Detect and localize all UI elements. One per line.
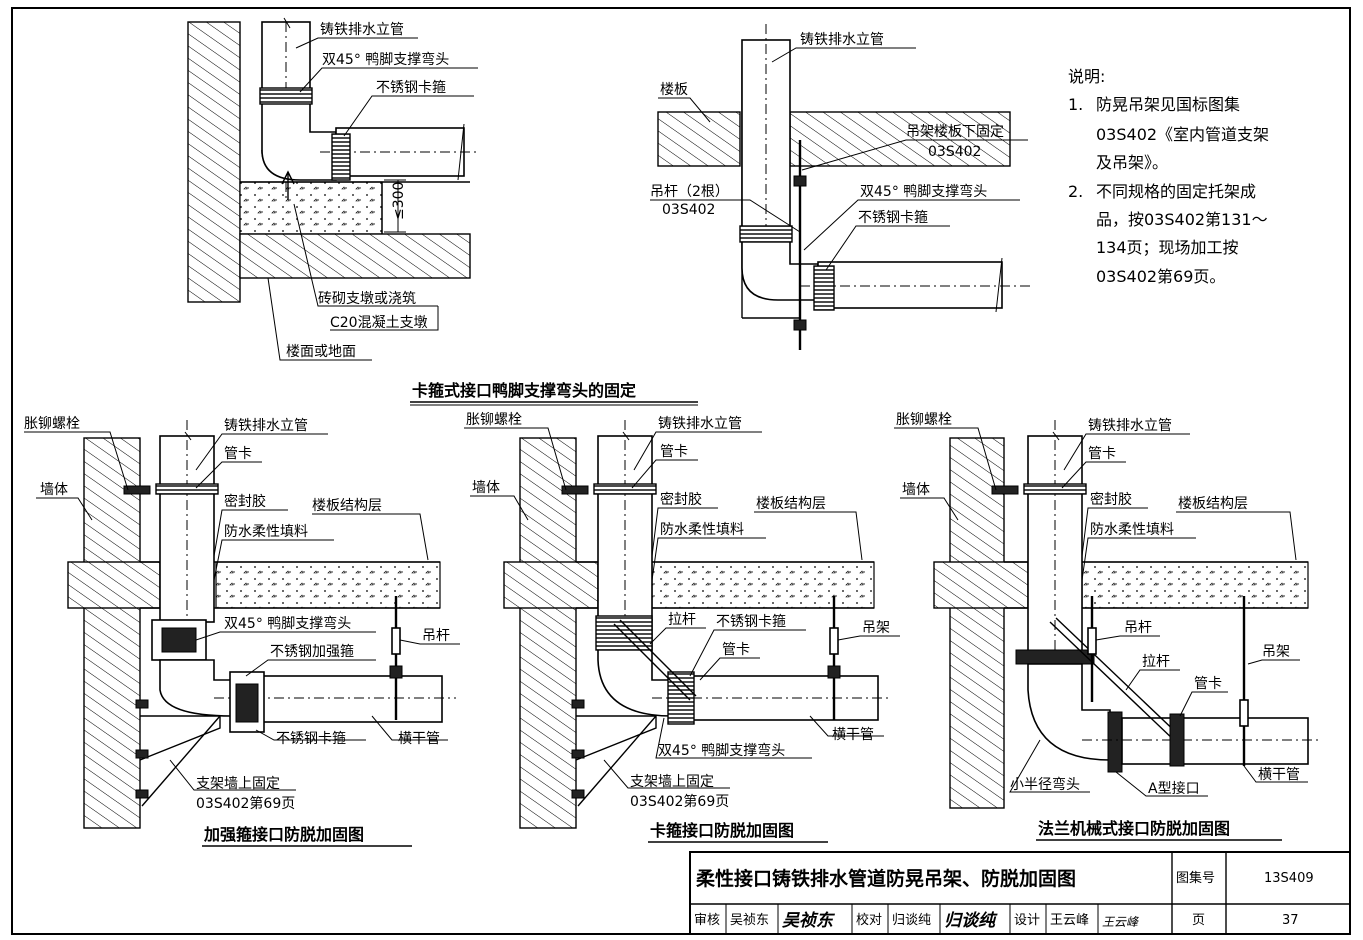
label-clamp: 不锈钢卡箍 — [376, 79, 446, 96]
label-elbow: 双45° 鸭脚支撑弯头 — [322, 51, 449, 68]
label-small-elbow: 小半径弯头 — [1010, 776, 1080, 793]
label-slab: 楼板 — [660, 82, 688, 98]
label-clamp: 不锈钢卡箍 — [276, 730, 346, 747]
label-pipe-clip: 管卡 — [224, 446, 252, 462]
label-floor: 楼面或地面 — [286, 344, 356, 360]
reviewer-signature: 吴祯东 — [782, 911, 836, 931]
figure-bottom-left: 胀铆螺栓 铸铁排水立管 管卡 墙体 密封胶 楼板结构层 防水柔性填料 双45° … — [24, 416, 460, 847]
note-1-num: 1. — [1068, 95, 1083, 114]
label-pipe-clip-2: 管卡 — [1194, 676, 1222, 692]
checker-signature: 归谈纯 — [944, 911, 998, 931]
reviewer-name: 吴祯东 — [730, 913, 769, 928]
title-bottom-right: 法兰机械式接口防脱加固图 — [1038, 819, 1230, 838]
label-clamp: 不锈钢卡箍 — [858, 209, 928, 226]
label-tie: 拉杆 — [1142, 654, 1170, 670]
label-sealant: 密封胶 — [224, 493, 266, 510]
label-hanger: 吊架 — [862, 620, 890, 636]
label-rod-ref: 03S402 — [662, 202, 715, 218]
label-rod: 吊杆 — [1124, 620, 1152, 636]
label-riser: 铸铁排水立管 — [224, 418, 308, 434]
check-label: 校对 — [856, 912, 882, 928]
label-filler: 防水柔性填料 — [1090, 522, 1174, 538]
label-filler: 防水柔性填料 — [660, 522, 744, 538]
atlas-number: 13S409 — [1264, 871, 1314, 886]
label-bolt: 胀铆螺栓 — [466, 412, 522, 428]
note-2-num: 2. — [1068, 182, 1083, 201]
figure-bottom-middle: 胀铆螺栓 铸铁排水立管 管卡 墙体 密封胶 楼板结构层 防水柔性填料 拉杆 不锈… — [464, 412, 900, 843]
label-tie: 拉杆 — [668, 612, 696, 628]
label-branch: 横干管 — [398, 731, 440, 747]
label-elbow: 双45° 鸭脚支撑弯头 — [224, 615, 351, 632]
label-support-ref: 03S402第69页 — [196, 795, 295, 812]
dim-label: ≤300 — [391, 182, 407, 220]
label-branch: 横干管 — [832, 727, 874, 743]
title-block-title: 柔性接口铸铁排水管道防晃吊架、防脱加固图 — [696, 867, 1076, 890]
label-clamp: 不锈钢卡箍 — [716, 613, 786, 630]
label-branch: 横干管 — [1258, 767, 1300, 783]
note-2-line-2: 品，按03S402第131～ — [1096, 210, 1268, 229]
label-wall: 墙体 — [40, 482, 68, 498]
note-2-line-3: 134页；现场加工按 — [1096, 238, 1239, 257]
label-riser: 铸铁排水立管 — [320, 22, 404, 38]
label-rod: 吊杆 — [422, 628, 450, 644]
notes-heading: 说明: — [1068, 67, 1105, 86]
title-bottom-left: 加强箍接口防脱加固图 — [203, 825, 364, 844]
label-reinforce: 不锈钢加强箍 — [270, 643, 354, 660]
label-support-ref: 03S402第69页 — [630, 793, 729, 810]
design-label: 设计 — [1014, 913, 1040, 928]
label-sealant: 密封胶 — [660, 491, 702, 508]
sheet-border — [11, 7, 1351, 935]
label-slab: 楼板结构层 — [312, 498, 382, 514]
label-pipe-clip: 管卡 — [660, 444, 688, 460]
label-fix: 吊架楼板下固定 — [906, 124, 1004, 140]
label-riser: 铸铁排水立管 — [1088, 418, 1172, 434]
label-pier-2: C20混凝土支墩 — [330, 315, 428, 331]
label-riser: 铸铁排水立管 — [800, 32, 884, 48]
label-rod: 吊杆（2根） — [650, 184, 729, 200]
label-filler: 防水柔性填料 — [224, 524, 308, 540]
review-label: 审核 — [694, 913, 720, 928]
label-joint: A型接口 — [1148, 780, 1200, 797]
note-2-line-1: 不同规格的固定托架成 — [1096, 182, 1256, 201]
figure-bottom-right: 胀铆螺栓 铸铁排水立管 管卡 墙体 密封胶 楼板结构层 防水柔性填料 吊杆 吊架… — [894, 412, 1320, 841]
label-slab: 楼板结构层 — [756, 496, 826, 512]
title-top: 卡箍式接口鸭脚支撑弯头的固定 — [412, 381, 636, 400]
label-wall: 墙体 — [472, 480, 500, 496]
checker-name: 归谈纯 — [892, 913, 931, 928]
title-bottom-middle: 卡箍接口防脱加固图 — [650, 821, 794, 840]
title-block: 柔性接口铸铁排水管道防晃吊架、防脱加固图 图集号 13S409 审核 吴祯东 吴… — [689, 851, 1351, 935]
label-sealant: 密封胶 — [1090, 491, 1132, 508]
label-fix-ref: 03S402 — [928, 144, 981, 160]
page-number: 37 — [1282, 913, 1299, 928]
label-hanger: 吊架 — [1262, 644, 1290, 660]
label-bolt: 胀铆螺栓 — [24, 416, 80, 432]
label-pier-1: 砖砌支墩或浇筑 — [318, 291, 416, 307]
label-support: 支架墙上固定 — [196, 776, 280, 792]
label-bolt: 胀铆螺栓 — [896, 412, 952, 428]
label-support: 支架墙上固定 — [630, 774, 714, 790]
label-pipe-clip-2: 管卡 — [722, 642, 750, 658]
note-2-line-4: 03S402第69页。 — [1096, 267, 1225, 286]
label-riser: 铸铁排水立管 — [658, 416, 742, 432]
designer-signature: 王云峰 — [1102, 915, 1139, 929]
notes-block: 说明: 1. 防晃吊架见国标图集 03S402《室内管道支架 及吊架》。 2. … — [1068, 67, 1269, 286]
note-1-line-3: 及吊架》。 — [1096, 153, 1168, 172]
label-elbow: 双45° 鸭脚支撑弯头 — [860, 183, 987, 200]
label-pipe-clip: 管卡 — [1088, 446, 1116, 462]
page-label: 页 — [1192, 913, 1205, 928]
designer-name: 王云峰 — [1050, 913, 1089, 928]
note-1-line-1: 防晃吊架见国标图集 — [1096, 95, 1240, 114]
note-1-line-2: 03S402《室内管道支架 — [1096, 125, 1269, 144]
label-wall: 墙体 — [902, 482, 930, 498]
figure-top-right: 铸铁排水立管 楼板 吊架楼板下固定 03S402 吊杆（2根） 03S402 双… — [650, 24, 1030, 350]
atlas-label: 图集号 — [1176, 870, 1215, 886]
label-slab: 楼板结构层 — [1178, 496, 1248, 512]
figure-top-left: ≤300 铸铁排水立管 双45° 鸭脚支撑弯头 不锈钢卡箍 砖砌支墩或浇筑 C2… — [187, 17, 480, 361]
label-elbow: 双45° 鸭脚支撑弯头 — [658, 742, 785, 759]
